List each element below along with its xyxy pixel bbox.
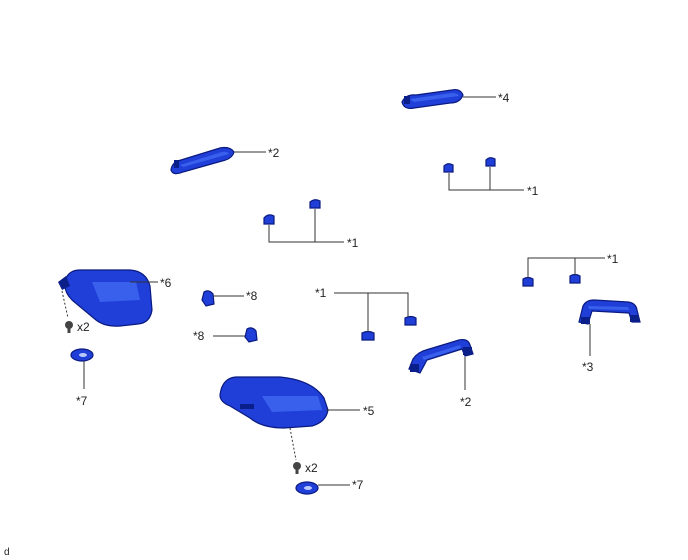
visor-holder-7-bottom (295, 481, 319, 495)
assist-grip-4 (401, 88, 464, 109)
assist-grip-3 (578, 299, 641, 325)
sun-visor-6 (58, 269, 153, 327)
figure-code: d (4, 547, 10, 558)
callout-2-lower: *2 (460, 395, 472, 409)
callout-1-upper-right: *1 (527, 184, 539, 198)
visor-holder-8-lower (244, 327, 258, 343)
callout-8-lower: *8 (193, 329, 205, 343)
screw-qty-bottom: x2 (305, 461, 318, 475)
visor-holder-7-left (70, 348, 94, 362)
callout-6: *6 (160, 276, 172, 290)
screw-icon-bottom (293, 462, 301, 474)
visor-holder-8-upper (201, 290, 215, 307)
screw-icon-left (65, 321, 73, 333)
callout-3: *3 (582, 360, 594, 374)
screw-qty-left: x2 (77, 320, 90, 334)
clip-pair-right (522, 273, 581, 287)
callout-1-lower: *1 (315, 286, 327, 300)
callout-2-upper: *2 (268, 146, 280, 160)
clip-pair-middle (263, 199, 321, 225)
assist-grip-2-lower (408, 338, 474, 374)
callout-5: *5 (363, 404, 375, 418)
assist-grip-2-upper (170, 146, 235, 175)
callout-1-right: *1 (607, 252, 619, 266)
callout-8-upper: *8 (246, 289, 258, 303)
callout-7-bottom: *7 (352, 478, 364, 492)
callout-7-left: *7 (76, 394, 88, 408)
clip-pair-upper-right (443, 157, 496, 173)
callout-1-middle: *1 (347, 236, 359, 250)
sun-visor-5 (219, 376, 329, 429)
clip-pair-lower (361, 315, 417, 341)
callout-4: *4 (498, 91, 510, 105)
